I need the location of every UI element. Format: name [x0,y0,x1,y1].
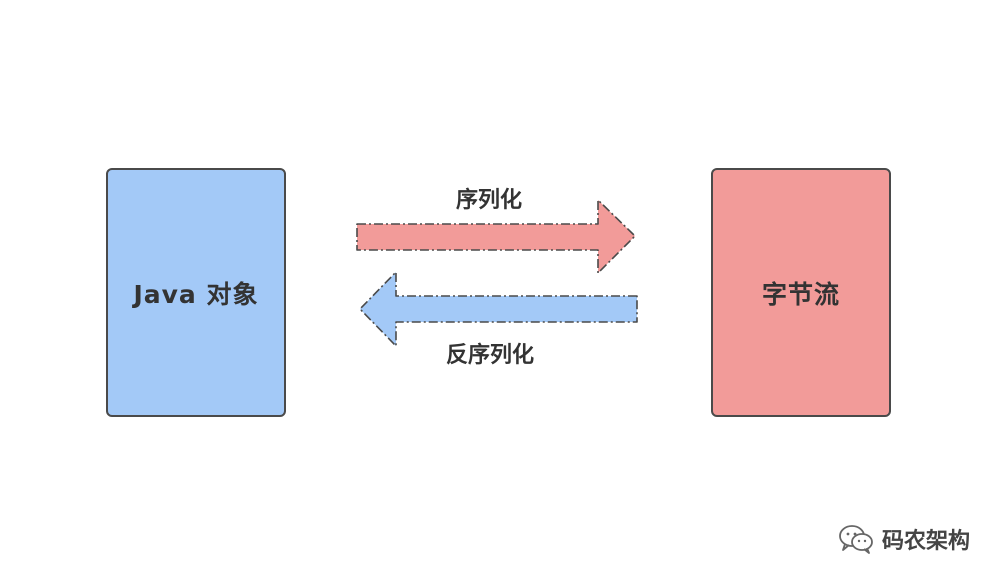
byte-stream-label: 字节流 [761,279,840,309]
java-object-box: Java 对象 [106,168,286,417]
byte-stream-box: 字节流 [711,168,891,417]
serialize-label: 序列化 [456,188,523,213]
serialize-arrow [356,199,636,274]
deserialize-arrow [359,271,638,347]
watermark: 码农架构 [838,523,970,555]
watermark-text: 码农架构 [881,529,970,554]
deserialize-label: 反序列化 [446,343,535,368]
wechat-icon [839,525,873,554]
java-object-label: Java 对象 [133,279,259,309]
